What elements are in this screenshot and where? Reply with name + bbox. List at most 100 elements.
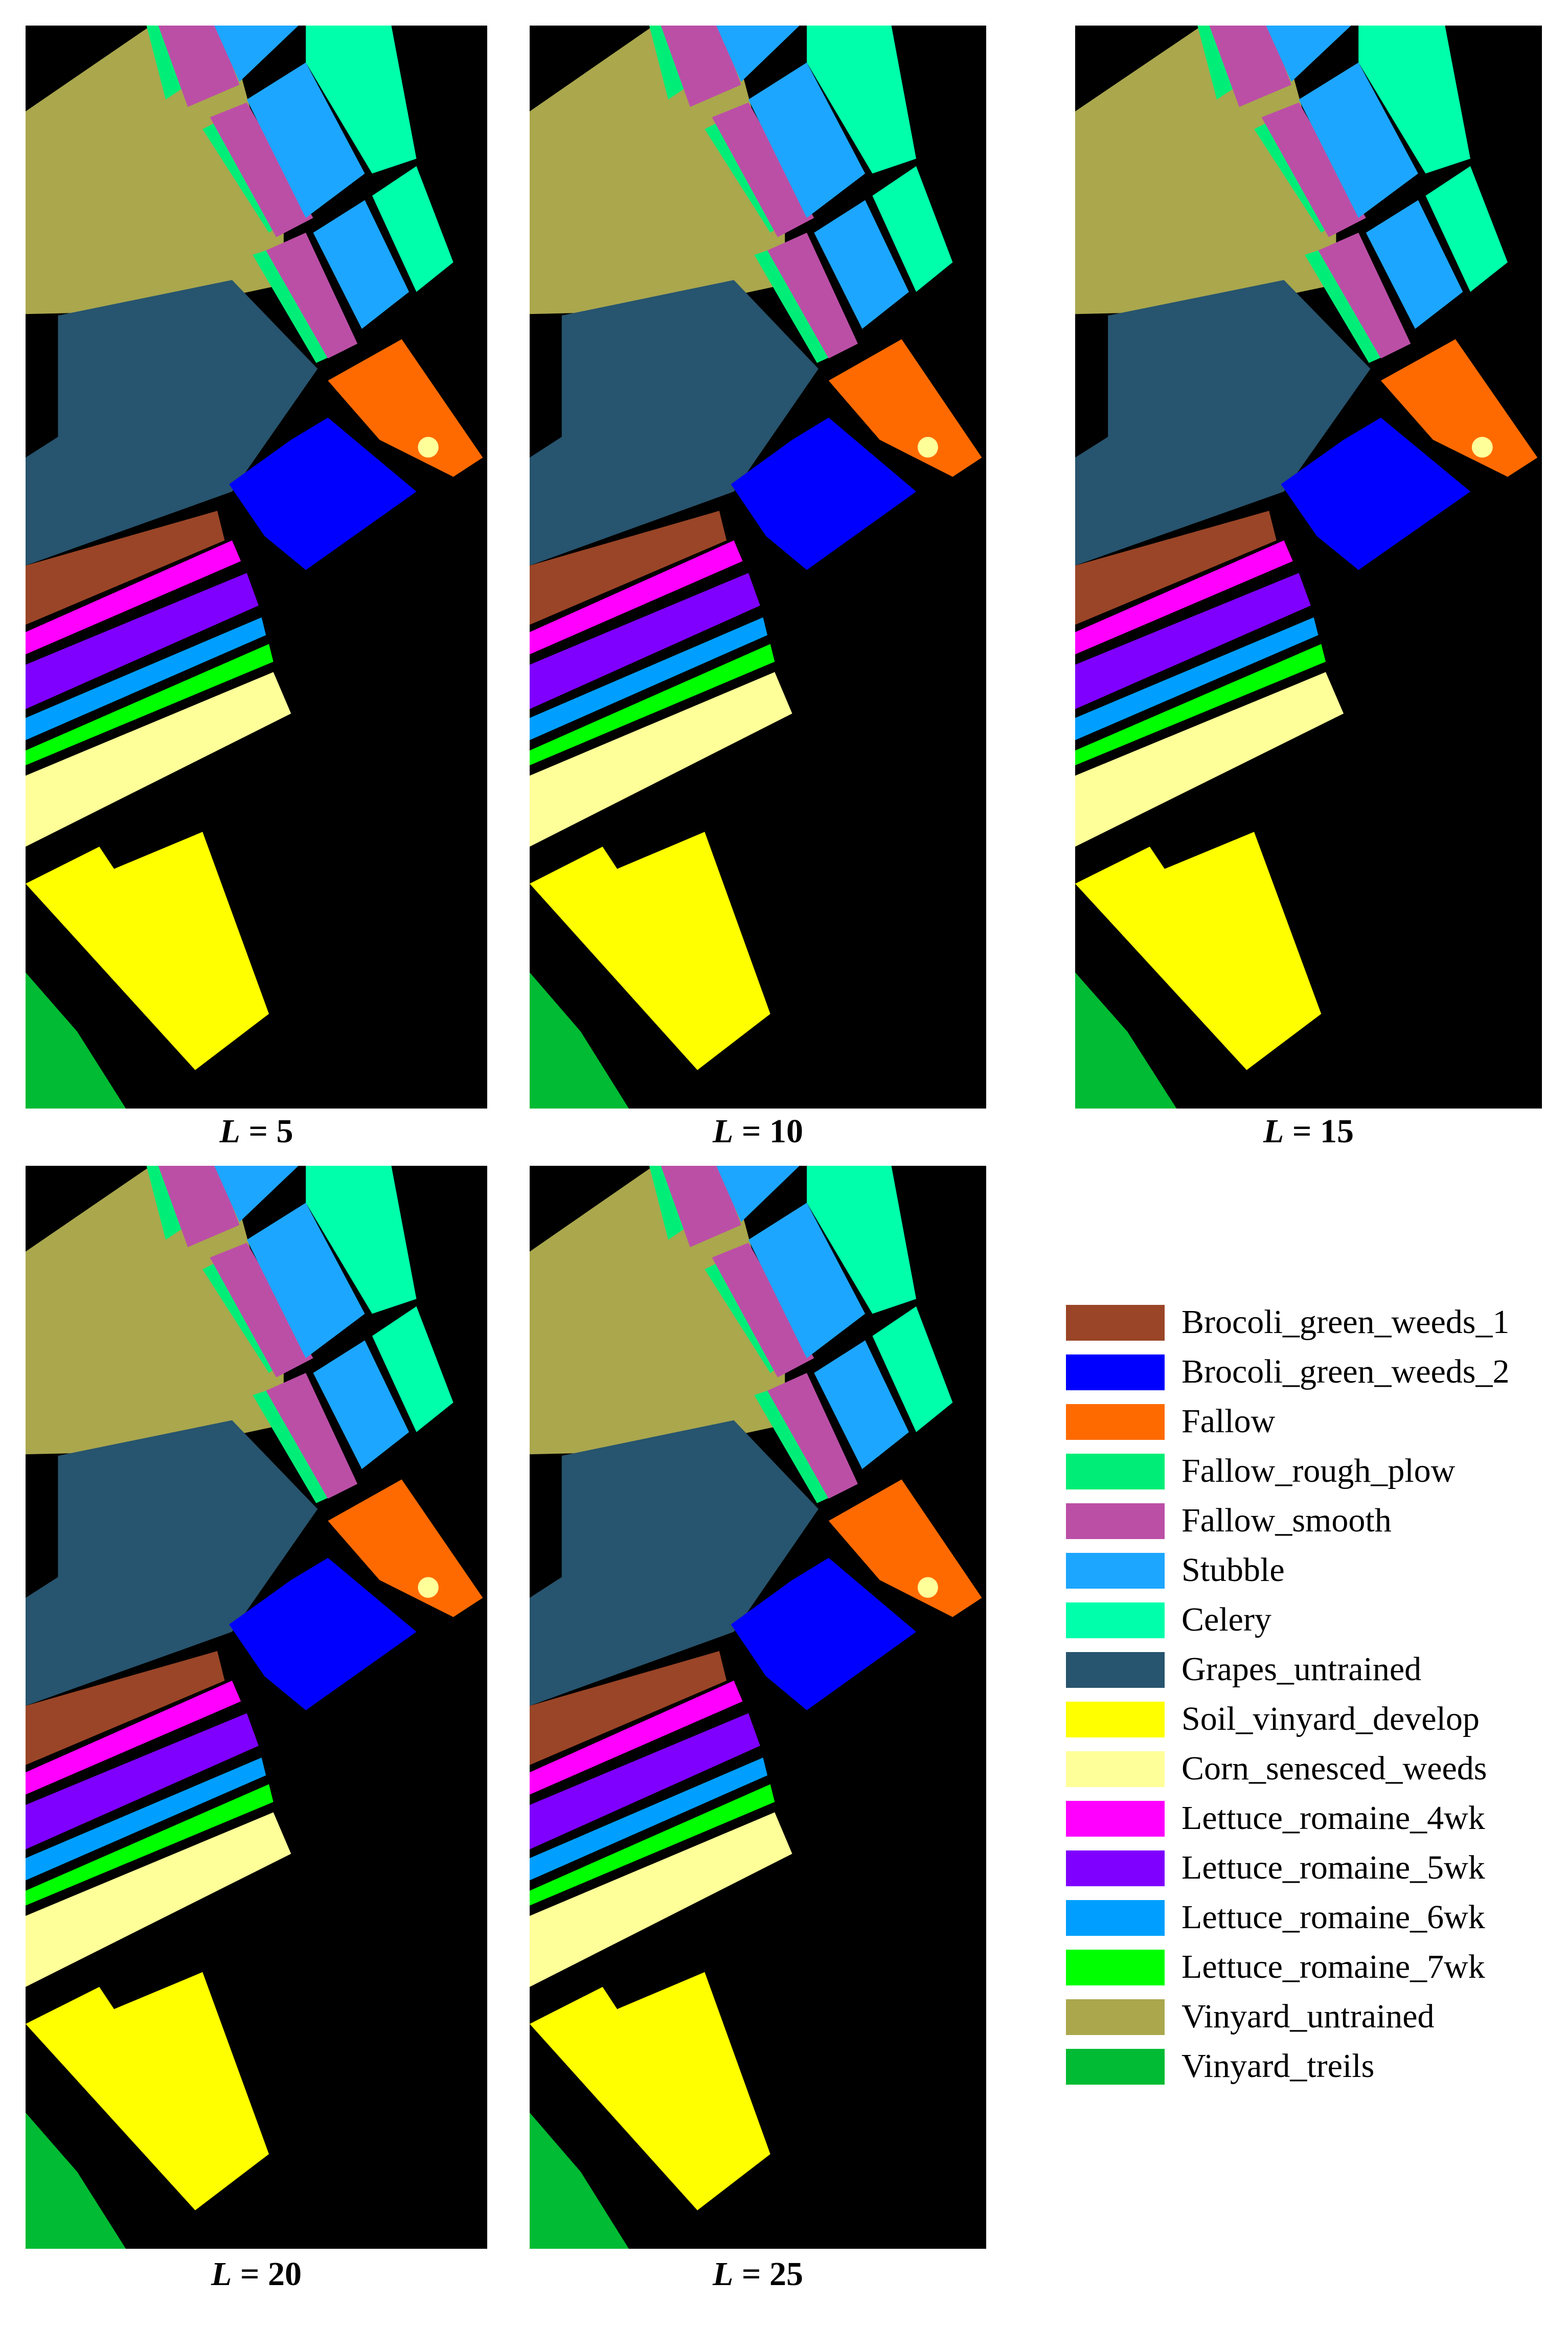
legend-label: Brocoli_green_weeds_1 [1181,1303,1510,1341]
legend-swatch [1066,1454,1165,1489]
region-fallow [328,1479,483,1617]
legend-label: Lettuce_romaine_7wk [1181,1948,1485,1985]
legend-swatch [1066,1404,1165,1440]
region-fallow [828,339,982,477]
region-grapes-untrained [1075,280,1371,566]
region-brocoli-1 [26,511,225,625]
legend-item: Lettuce_romaine_7wk [1066,1944,1552,1993]
region-brocoli-1 [26,1651,225,1765]
legend-swatch [1066,1801,1165,1837]
region-soil-vinyard [530,831,770,1070]
region-fallow [328,339,483,477]
region-corn-senesced [530,1812,792,1987]
panel-label-2: L = 10 [713,1113,803,1150]
region-lettuce-7wk [530,644,775,765]
legend-item: Fallow [1066,1398,1552,1448]
region-stubble [716,1166,800,1222]
map-panel-4 [26,1166,487,2249]
region-vinyard-untrained [1075,26,1336,314]
region-brocoli-2 [229,1557,417,1710]
legend-swatch [1066,1950,1165,1985]
panel-label-4: L = 20 [211,2255,302,2293]
region-fallow-smooth-b [210,1242,313,1377]
legend-swatch [1066,1900,1165,1936]
region-lettuce-5wk [26,573,259,709]
region-stubble-c [313,1340,410,1470]
region-lettuce-5wk [530,573,760,709]
legend-item: Brocoli_green_weeds_1 [1066,1299,1552,1348]
map-panel-2 [530,26,986,1109]
region-brocoli-2 [731,1557,917,1710]
panel-label-5: L = 25 [713,2255,803,2293]
region-celery-b [372,166,453,292]
region-stubble-b [246,62,365,218]
region-fallow-smooth [661,1166,741,1248]
legend-swatch [1066,1305,1165,1341]
region-fallow-smooth-c [266,233,358,359]
region-celery-b [872,166,953,292]
region-vinyard-treils [1075,972,1177,1109]
region-fallow-smooth-b [712,102,814,237]
region-corn-senesced [1075,672,1344,847]
legend-item: Soil_vinyard_develop [1066,1696,1552,1745]
region-stubble-b [748,62,866,218]
map-panel-5 [530,1166,986,2249]
legend-item: Vinyard_untrained [1066,1993,1552,2043]
legend-item: Brocoli_green_weeds_2 [1066,1348,1552,1398]
region-lettuce-4wk [26,1680,241,1795]
region-fallow-smooth [158,26,240,107]
region-brocoli-1 [1075,511,1277,625]
legend-swatch [1066,1999,1165,2035]
map-panel-3 [1075,26,1542,1109]
region-fallow-smooth-c [266,1373,358,1499]
legend-swatch [1066,1354,1165,1390]
legend-label: Fallow_smooth [1181,1502,1392,1539]
region-stubble-c [313,200,410,329]
region-stubble-b [1299,62,1418,218]
legend-label: Stubble [1181,1551,1285,1589]
legend-swatch [1066,1602,1165,1638]
region-fallow-smooth-c [767,1373,858,1499]
legend-swatch [1066,2049,1165,2085]
region-stubble [716,26,800,82]
region-celery-b [872,1306,953,1432]
region-celery [807,1166,917,1314]
region-lettuce-7wk [26,644,274,765]
region-fallow-spot [1471,437,1493,458]
region-grapes-untrained [26,280,318,566]
region-lettuce-4wk [530,540,743,654]
region-fallow-spot [917,1577,938,1598]
legend-swatch [1066,1652,1165,1688]
legend-label: Corn_senesced_weeds [1181,1750,1487,1787]
legend-swatch [1066,1751,1165,1787]
region-lettuce-5wk [26,1713,259,1849]
legend-item: Lettuce_romaine_5wk [1066,1844,1552,1894]
legend-swatch [1066,1553,1165,1589]
region-lettuce-6wk [26,617,266,740]
region-fallow [1380,339,1538,477]
legend-label: Fallow [1181,1403,1276,1440]
region-lettuce-7wk [530,1784,775,1906]
region-grapes-untrained [530,1420,819,1706]
region-lettuce-6wk [26,1757,266,1881]
region-fallow-spot [418,1577,439,1598]
region-vinyard-untrained [26,26,284,314]
region-stubble-c [1366,200,1463,329]
region-fallow-smooth [1209,26,1291,107]
region-stubble-b [748,1203,866,1359]
legend-item: Fallow_smooth [1066,1497,1552,1547]
region-brocoli-2 [1281,417,1470,570]
region-stubble [214,26,299,82]
legend-item: Corn_senesced_weeds [1066,1745,1552,1795]
region-vinyard-untrained [530,26,785,314]
legend-item: Stubble [1066,1547,1552,1596]
region-celery [1358,26,1470,174]
region-corn-senesced [530,672,792,847]
region-celery [306,26,417,174]
legend-label: Vinyard_untrained [1181,1998,1435,2035]
legend-swatch [1066,1503,1165,1539]
legend-label: Fallow_rough_plow [1181,1452,1456,1489]
region-vinyard-untrained [530,1166,785,1455]
region-soil-vinyard [26,1972,269,2210]
